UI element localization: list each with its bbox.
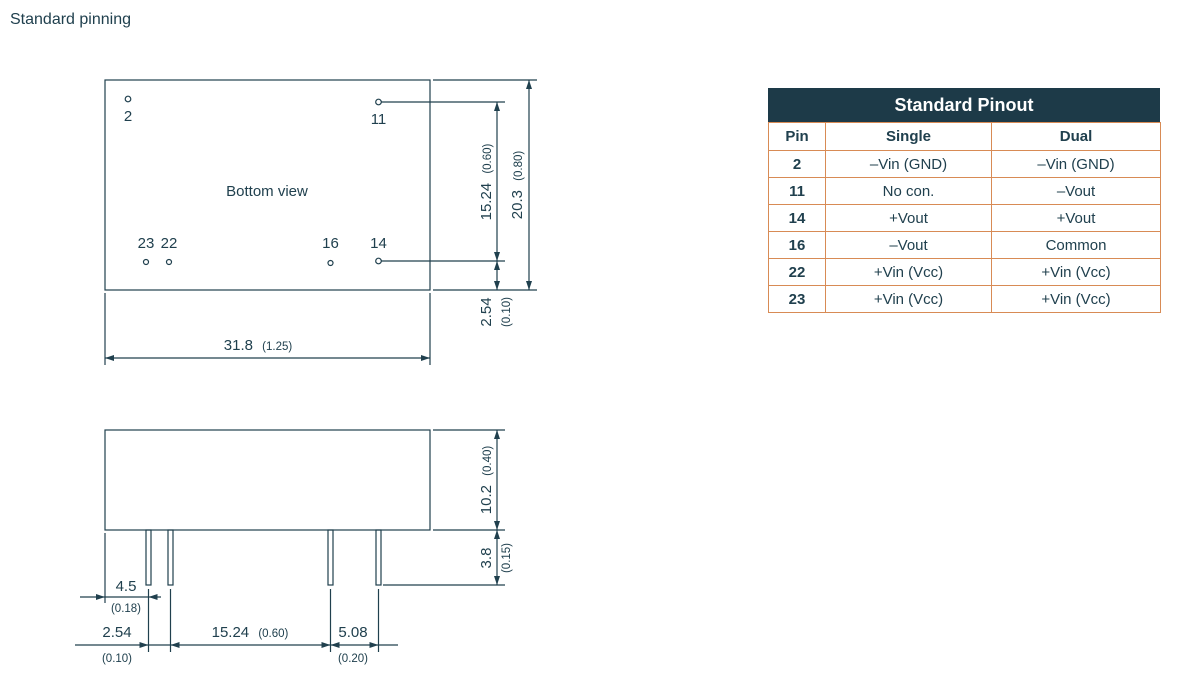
dim-pin-pitch-small-mm: 2.54 [102, 624, 131, 641]
dim-pin-pitch-chain: 2.54 (0.10) 15.24 (0.60) 5.08 (0.20) [75, 589, 398, 665]
pinout-header-row: Pin Single Dual [768, 122, 1161, 151]
dim-pin-length: 3.8 (0.15) [383, 530, 513, 586]
pinout-row: 14 +Vout +Vout [768, 204, 1161, 232]
dim-pin-row-offset-mm: 2.54 [478, 297, 495, 326]
pin-cell: 2 [768, 150, 826, 178]
dim-pin-group-span-label: 15.24 (0.60) [212, 624, 289, 641]
dual-cell: –Vin (GND) [991, 150, 1161, 178]
dual-cell: +Vout [991, 204, 1161, 232]
pin-2-label: 2 [124, 108, 132, 125]
pinout-grid: Pin Single Dual 2 –Vin (GND) –Vin (GND) … [768, 122, 1161, 313]
pinout-table: Standard Pinout Pin Single Dual 2 –Vin (… [768, 88, 1161, 313]
pin-22-label: 22 [161, 235, 178, 252]
mechanical-drawing: 2 11 Bottom view 23 22 16 14 15.24 (0.60… [75, 79, 537, 665]
dim-pin-pitch-out-inch: (0.20) [338, 653, 368, 665]
pin-14-label: 14 [370, 235, 387, 252]
dim-body-depth: 20.3 (0.80) [433, 79, 537, 291]
pin-cell: 16 [768, 231, 826, 259]
dim-body-width-label: 31.8 (1.25) [224, 337, 293, 354]
side-view-outline [104, 429, 431, 531]
pin-23-label: 23 [138, 235, 155, 252]
single-cell: –Vout [825, 231, 992, 259]
inch-value: (0.80) [513, 151, 525, 181]
col-header-dual: Dual [991, 122, 1161, 151]
pin-16-lead [327, 529, 334, 586]
dim-pin-length-mm: 3.8 [478, 548, 495, 569]
mm-value: 15.24 [478, 183, 495, 221]
mm-value: 20.3 [509, 190, 526, 219]
pin-16-label: 16 [322, 235, 339, 252]
single-cell: No con. [825, 177, 992, 205]
single-cell: +Vin (Vcc) [825, 258, 992, 286]
pin-cell: 11 [768, 177, 826, 205]
pinout-table-title: Standard Pinout [768, 88, 1160, 122]
pin-14-marker [375, 257, 382, 265]
page-title: Standard pinning [10, 11, 131, 28]
dual-cell: –Vout [991, 177, 1161, 205]
pinout-row: 22 +Vin (Vcc) +Vin (Vcc) [768, 258, 1161, 286]
dim-pin1-offset-inch: (0.18) [111, 603, 141, 615]
dim-pin-row-offset: 2.54 (0.10) [478, 261, 513, 327]
pin-11-marker [375, 98, 382, 106]
col-header-pin: Pin [768, 122, 826, 151]
single-cell: +Vin (Vcc) [825, 285, 992, 313]
inch-value: (1.25) [262, 341, 292, 353]
dim-pin-row-span-label: 15.24 (0.60) [478, 143, 495, 220]
dim-pin1-offset-mm: 4.5 [116, 578, 137, 595]
mm-value: 31.8 [224, 337, 253, 354]
dim-pin-row-offset-inch: (0.10) [501, 297, 513, 327]
single-cell: –Vin (GND) [825, 150, 992, 178]
dim-body-depth-label: 20.3 (0.80) [509, 151, 526, 220]
pin-22-marker [165, 258, 173, 266]
pin-14-lead [375, 529, 382, 586]
dim-pin-length-inch: (0.15) [501, 543, 513, 573]
pin-16-marker [327, 259, 334, 267]
dual-cell: +Vin (Vcc) [991, 285, 1161, 313]
dim-case-height: 10.2 (0.40) [433, 429, 505, 531]
inch-value: (0.60) [482, 143, 494, 173]
dual-cell: +Vin (Vcc) [991, 258, 1161, 286]
pinout-row: 11 No con. –Vout [768, 177, 1161, 205]
bottom-view-outline [104, 79, 431, 291]
dim-pin-pitch-out-mm: 5.08 [338, 624, 367, 641]
dual-cell: Common [991, 231, 1161, 259]
pin-cell: 22 [768, 258, 826, 286]
mm-value: 10.2 [478, 485, 495, 514]
pin-11-label: 11 [371, 111, 387, 128]
inch-value: (0.40) [482, 446, 494, 476]
pinout-row: 23 +Vin (Vcc) +Vin (Vcc) [768, 285, 1161, 313]
dim-pin-pitch-small-inch: (0.10) [102, 653, 132, 665]
pin-23-lead [145, 529, 152, 586]
pinout-row: 16 –Vout Common [768, 231, 1161, 259]
dim-pin-row-span: 15.24 (0.60) [478, 102, 500, 261]
pin-23-marker [142, 258, 150, 266]
bottom-view-label: Bottom view [226, 183, 308, 200]
bottom-view: 2 11 Bottom view 23 22 16 14 [104, 79, 505, 291]
pinout-row: 2 –Vin (GND) –Vin (GND) [768, 150, 1161, 178]
pin-2-marker [124, 95, 132, 103]
pin-cell: 23 [768, 285, 826, 313]
inch-value: (0.60) [258, 628, 288, 640]
mm-value: 15.24 [212, 624, 250, 641]
pin-22-lead [167, 529, 174, 586]
pin-cell: 14 [768, 204, 826, 232]
dim-case-height-label: 10.2 (0.40) [478, 446, 495, 515]
side-view [104, 429, 431, 586]
single-cell: +Vout [825, 204, 992, 232]
dim-body-width: 31.8 (1.25) [104, 293, 431, 365]
col-header-single: Single [825, 122, 992, 151]
dim-pin1-offset: 4.5 (0.18) [80, 533, 161, 615]
